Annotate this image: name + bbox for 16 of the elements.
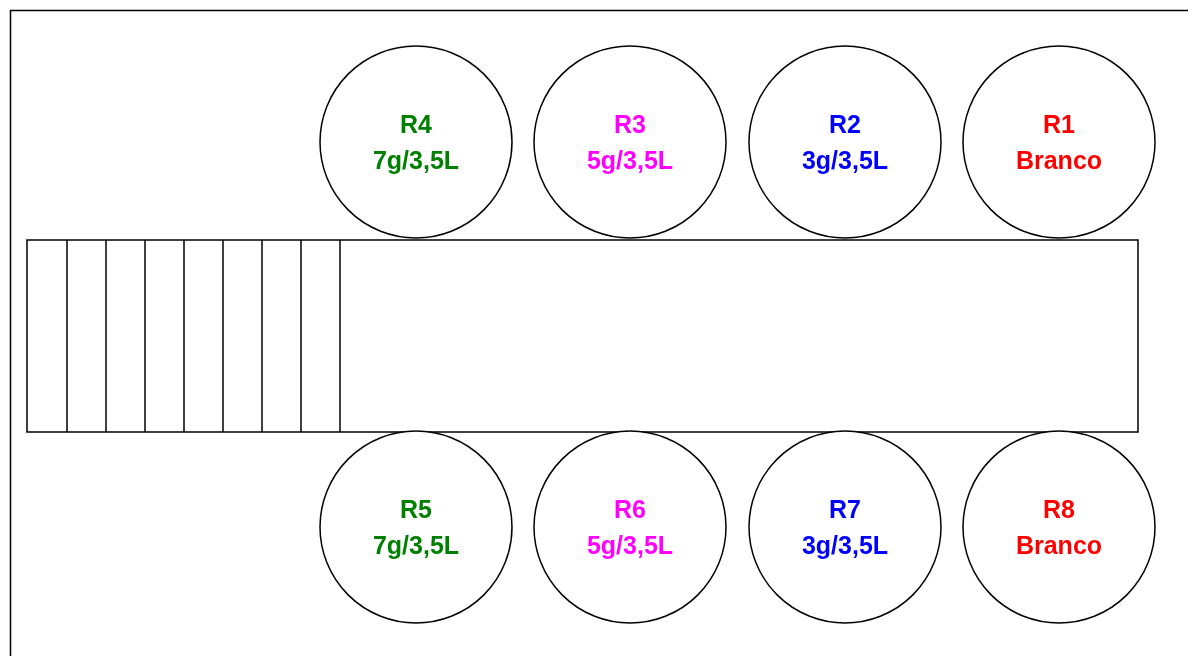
row-label: R3: [614, 109, 646, 140]
dose-label: Branco: [1015, 145, 1103, 176]
row-label: R5: [400, 494, 432, 525]
dose-label: 7g/3,5L: [372, 145, 460, 176]
row-label: R6: [614, 494, 646, 525]
dose-label: 5g/3,5L: [586, 530, 674, 561]
dose-label: 3g/3,5L: [801, 145, 889, 176]
dose-label: 5g/3,5L: [586, 145, 674, 176]
row-label: R2: [829, 109, 861, 140]
row-label: R7: [829, 494, 861, 525]
dose-label: Branco: [1015, 530, 1103, 561]
dose-label: 7g/3,5L: [372, 530, 460, 561]
dose-label: 3g/3,5L: [801, 530, 889, 561]
row-label: R4: [400, 109, 432, 140]
row-label: R1: [1043, 109, 1075, 140]
row-label: R8: [1043, 494, 1075, 525]
